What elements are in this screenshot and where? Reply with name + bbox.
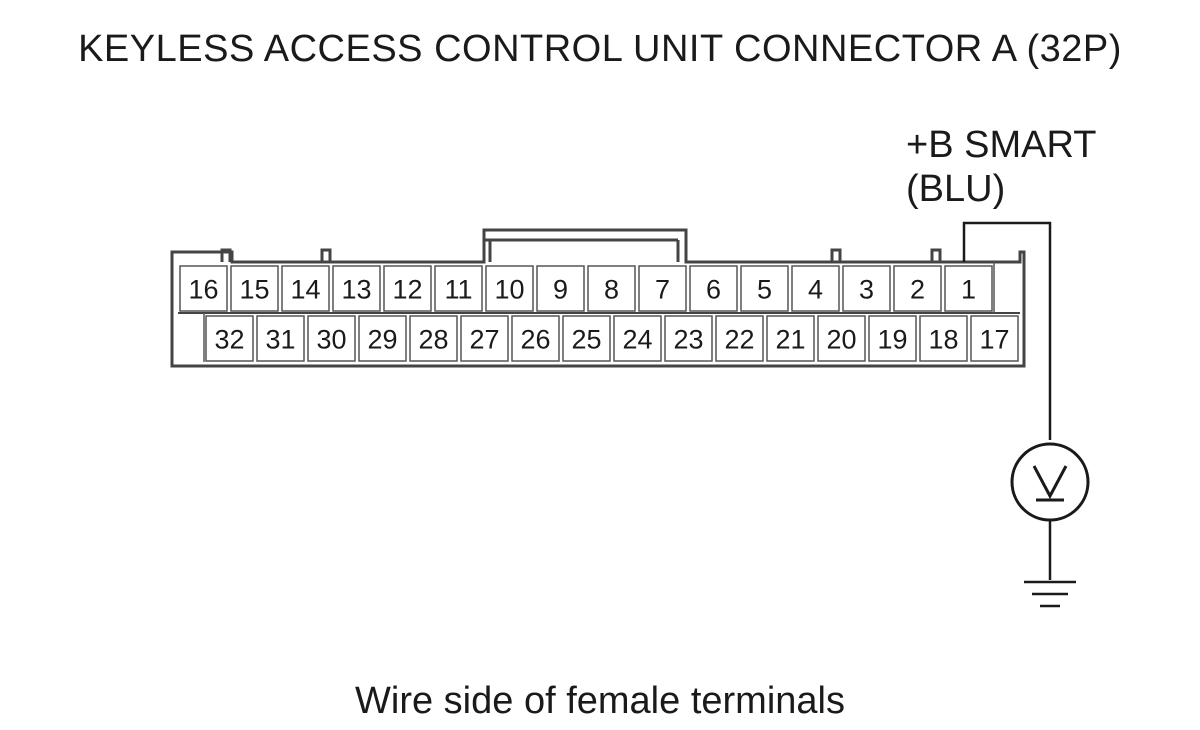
pin-label: 2 [910,275,925,305]
signal-wire [962,221,1052,440]
pin-label: 19 [877,325,907,355]
pin-label: 8 [604,275,619,305]
pin-27: 27 [460,315,509,362]
pin-12: 12 [383,265,432,312]
pin-label: 12 [392,275,422,305]
pin-label: 31 [265,325,295,355]
pin-31: 31 [256,315,305,362]
pin-label: 4 [808,275,823,305]
pin-label: 6 [706,275,721,305]
pin-label: 18 [928,325,958,355]
pin-label: 27 [469,325,499,355]
pin-label: 30 [316,325,346,355]
pin-23: 23 [664,315,713,362]
pin-label: 29 [367,325,397,355]
pin-25: 25 [562,315,611,362]
pin-21: 21 [766,315,815,362]
pin-29: 29 [358,315,407,362]
pin-6: 6 [689,265,738,312]
pin-1: 1 [944,265,993,312]
pin-17: 17 [970,315,1019,362]
pin-label: 14 [290,275,320,305]
pin-label: 10 [494,275,524,305]
pin-2: 2 [893,265,942,312]
connector-housing [170,228,1026,368]
wire-color-label: (BLU) [906,168,1006,210]
pin-label: 7 [655,275,670,305]
diagram-caption: Wire side of female terminals [355,680,845,722]
pin-32: 32 [205,315,254,362]
pin-26: 26 [511,315,560,362]
diagram-title: KEYLESS ACCESS CONTROL UNIT CONNECTOR A … [78,28,1122,70]
pin-13: 13 [332,265,381,312]
locator-tabs [220,248,942,262]
pin-label: 24 [622,325,652,355]
pin-15: 15 [230,265,279,312]
pin-5: 5 [740,265,789,312]
voltmeter-icon [1010,442,1090,522]
connector-latch [484,238,680,262]
pin-label: 25 [571,325,601,355]
pin-24: 24 [613,315,662,362]
pin-10: 10 [485,265,534,312]
pin-4: 4 [791,265,840,312]
pin-label: 1 [961,275,976,305]
pin-9: 9 [536,265,585,312]
pin-20: 20 [817,315,866,362]
pin-19: 19 [868,315,917,362]
pin-7: 7 [638,265,687,312]
pin-11: 11 [434,265,483,312]
signal-name-label: +B SMART [906,124,1097,166]
pin-label: 5 [757,275,772,305]
pin-3: 3 [842,265,891,312]
pin-label: 9 [553,275,568,305]
pin-label: 32 [214,325,244,355]
pin-22: 22 [715,315,764,362]
pin-label: 21 [775,325,805,355]
pin-label: 3 [859,275,874,305]
pin-label: 28 [418,325,448,355]
pin-14: 14 [281,265,330,312]
pin-label: 22 [724,325,754,355]
pin-30: 30 [307,315,356,362]
pin-8: 8 [587,265,636,312]
pin-18: 18 [919,315,968,362]
pin-label: 15 [239,275,269,305]
ground-icon [1024,580,1076,608]
connector-bottom-row: 32 31 30 29 28 27 26 25 24 23 22 21 20 19 18 17 [205,315,1019,362]
pin-label: 13 [341,275,371,305]
connector-top-row: 16 15 14 13 12 11 10 9 8 7 6 5 4 3 2 1 [179,265,993,312]
pin-label: 11 [444,275,472,305]
pin-label: 26 [520,325,550,355]
pin-label: 23 [673,325,703,355]
pin-16: 16 [179,265,228,312]
pin-label: 17 [979,325,1009,355]
pin-label: 20 [826,325,856,355]
pin-label: 16 [188,275,218,305]
pin-28: 28 [409,315,458,362]
